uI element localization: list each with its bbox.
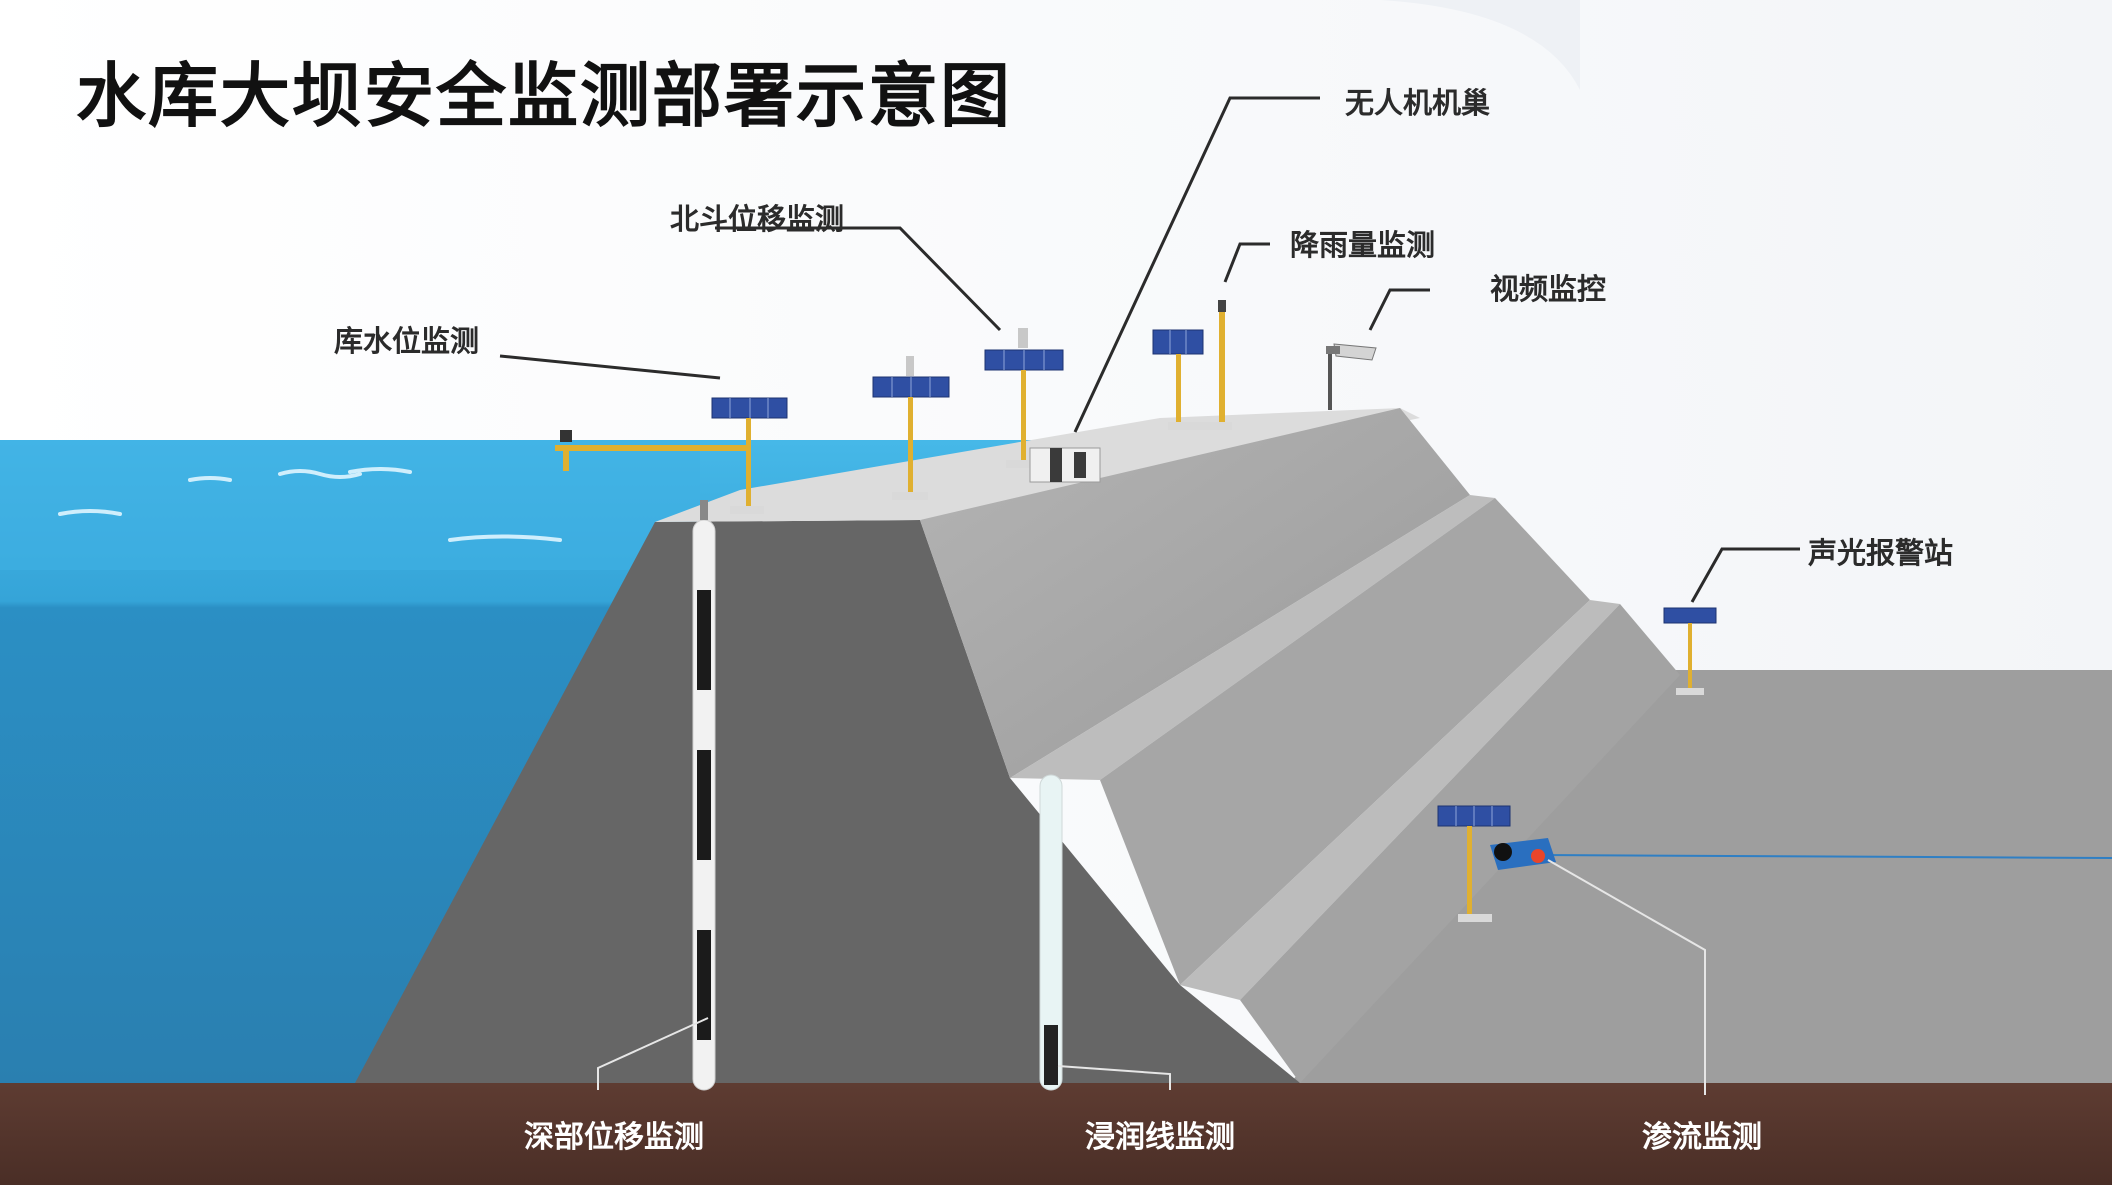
seepage-cable (1539, 854, 2112, 859)
drone-nest (1029, 447, 1101, 483)
leader-lines (499, 96, 1800, 603)
downstream-terrain (1290, 670, 2112, 1083)
downstream-slope-middle (1100, 498, 1590, 985)
seepage-station (1437, 805, 1556, 922)
downstream-slope-lower (1240, 604, 1680, 1083)
label-rainfall: 降雨量监测 (1290, 228, 1436, 262)
bottom-leader-lines (597, 859, 1706, 1095)
alarm-station (1663, 607, 1717, 695)
beidou-station-1 (872, 356, 950, 500)
water-level-station (555, 397, 788, 514)
dam-core-upstream (355, 520, 1300, 1083)
reservoir-water (0, 440, 1160, 1085)
background-cloud (1380, 0, 1580, 90)
label-beidou: 北斗位移监测 (670, 202, 845, 236)
label-phreatic: 浸润线监测 (1085, 1120, 1235, 1155)
label-video: 视频监控 (1490, 272, 1607, 306)
label-deep-displacement: 深部位移监测 (524, 1120, 704, 1155)
deep-displacement-borehole (692, 500, 716, 1091)
water-surface-layer (0, 440, 700, 570)
beidou-station-2 (984, 328, 1064, 468)
berm-1 (1010, 495, 1495, 780)
label-water-level: 库水位监测 (334, 324, 480, 358)
label-drone-nest: 无人机机巢 (1345, 86, 1491, 120)
berm-2 (1180, 600, 1620, 1000)
phreatic-borehole (1039, 774, 1063, 1091)
rainfall-station (1152, 300, 1232, 430)
page-title: 水库大坝安全监测部署示意图 (76, 55, 1012, 137)
video-camera (1326, 343, 1377, 410)
downstream-slope-upper (920, 408, 1470, 778)
label-seepage: 渗流监测 (1642, 1120, 1762, 1155)
label-alarm: 声光报警站 (1808, 536, 1954, 570)
ground-layer (0, 1083, 2112, 1185)
water-ripples (58, 467, 562, 542)
